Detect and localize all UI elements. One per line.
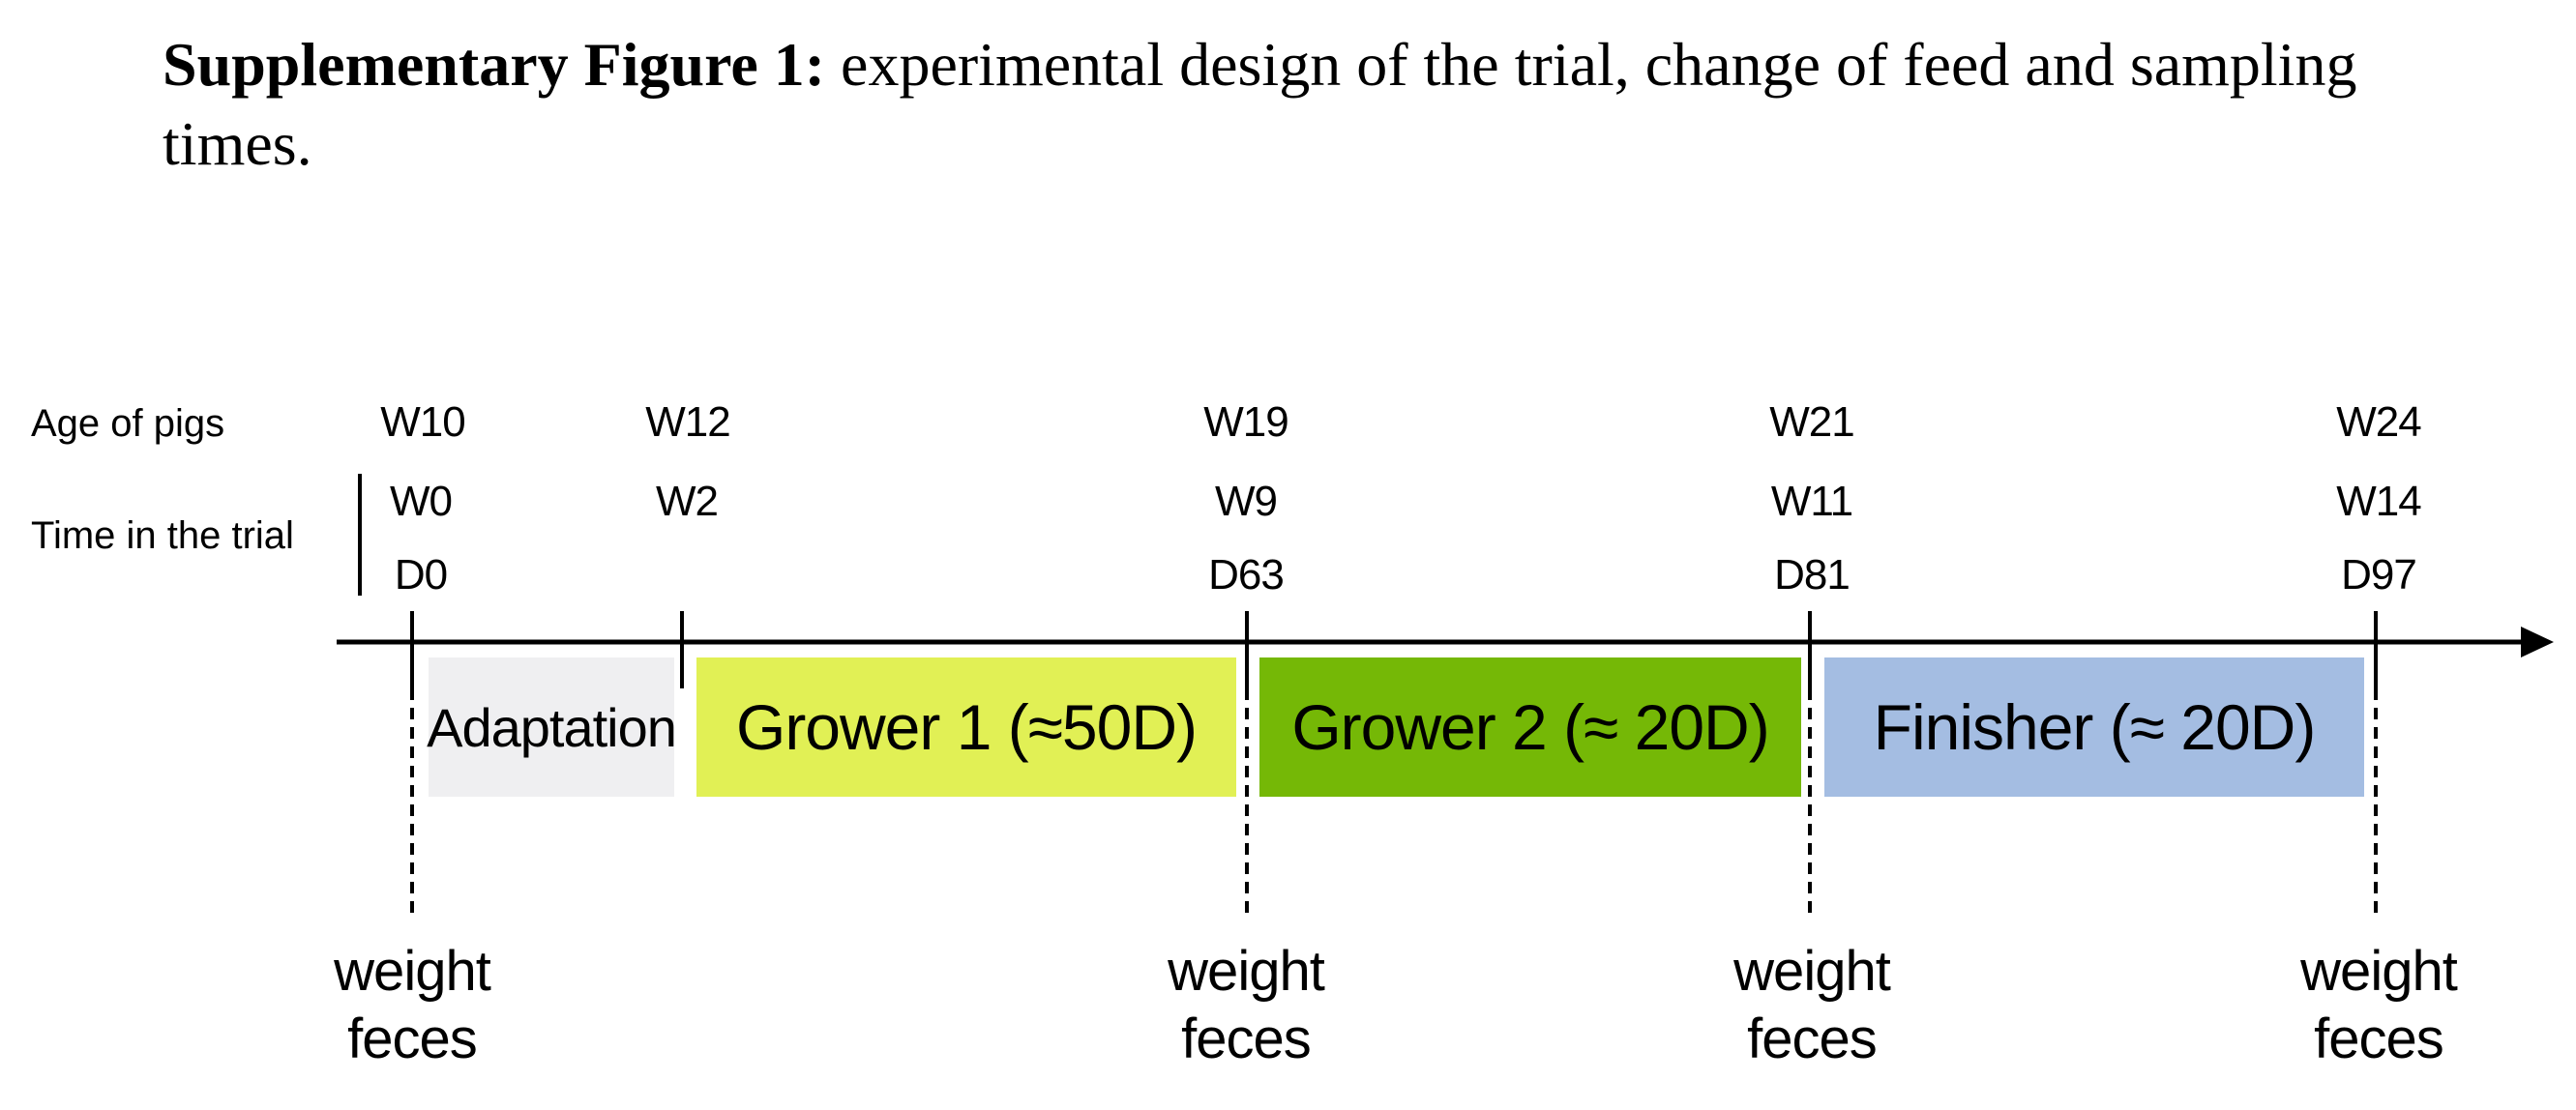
week-tick-label: W0 xyxy=(390,478,453,525)
phase-grower-2: Grower 2 (≈ 20D) xyxy=(1259,657,1801,797)
sampling-label: weight feces xyxy=(334,938,491,1073)
day-tick-label: D81 xyxy=(1774,551,1851,599)
age-tick-label: W12 xyxy=(645,398,730,446)
phase-label: Adaptation xyxy=(427,696,677,758)
sampling-weight: weight xyxy=(334,940,491,1003)
sampling-weight: weight xyxy=(1168,940,1325,1003)
sampling-feces: feces xyxy=(2314,1008,2444,1070)
sampling-label: weight feces xyxy=(1168,938,1325,1073)
phase-label: Grower 2 (≈ 20D) xyxy=(1291,691,1769,763)
week-tick-label: W9 xyxy=(1215,478,1278,525)
week-tick-label: W14 xyxy=(2336,478,2421,525)
phase-finisher: Finisher (≈ 20D) xyxy=(1824,657,2364,797)
caption-title: Supplementary Figure 1: xyxy=(163,30,826,99)
age-tick-label: W24 xyxy=(2336,398,2421,446)
phase-label: Finisher (≈ 20D) xyxy=(1873,691,2317,763)
age-tick-label: W19 xyxy=(1203,398,1288,446)
age-tick-label: W21 xyxy=(1769,398,1854,446)
phase-label: Grower 1 (≈50D) xyxy=(735,691,1198,763)
sampling-label: weight feces xyxy=(1733,938,1891,1073)
figure-caption: Supplementary Figure 1: experimental des… xyxy=(163,25,2387,184)
day-tick-label: D0 xyxy=(394,551,448,599)
sampling-feces: feces xyxy=(1181,1008,1312,1070)
week-tick-label: W2 xyxy=(656,478,719,525)
day-tick-label: D97 xyxy=(2341,551,2417,599)
phase-grower-1: Grower 1 (≈50D) xyxy=(696,657,1236,797)
sampling-feces: feces xyxy=(347,1008,478,1070)
phase-adaptation: Adaptation xyxy=(427,657,677,797)
caption-text: experimental design of the trial, change… xyxy=(163,30,2357,178)
week-tick-label: W11 xyxy=(1770,478,1853,525)
sampling-weight: weight xyxy=(2300,940,2458,1003)
sampling-feces: feces xyxy=(1747,1008,1878,1070)
age-tick-label: W10 xyxy=(380,398,465,446)
time-row-label: Time in the trial xyxy=(31,514,294,557)
day-tick-label: D63 xyxy=(1208,551,1285,599)
age-row-label: Age of pigs xyxy=(31,402,225,445)
timeline-arrowhead xyxy=(2521,627,2554,657)
sampling-label: weight feces xyxy=(2300,938,2458,1073)
sampling-weight: weight xyxy=(1733,940,1891,1003)
